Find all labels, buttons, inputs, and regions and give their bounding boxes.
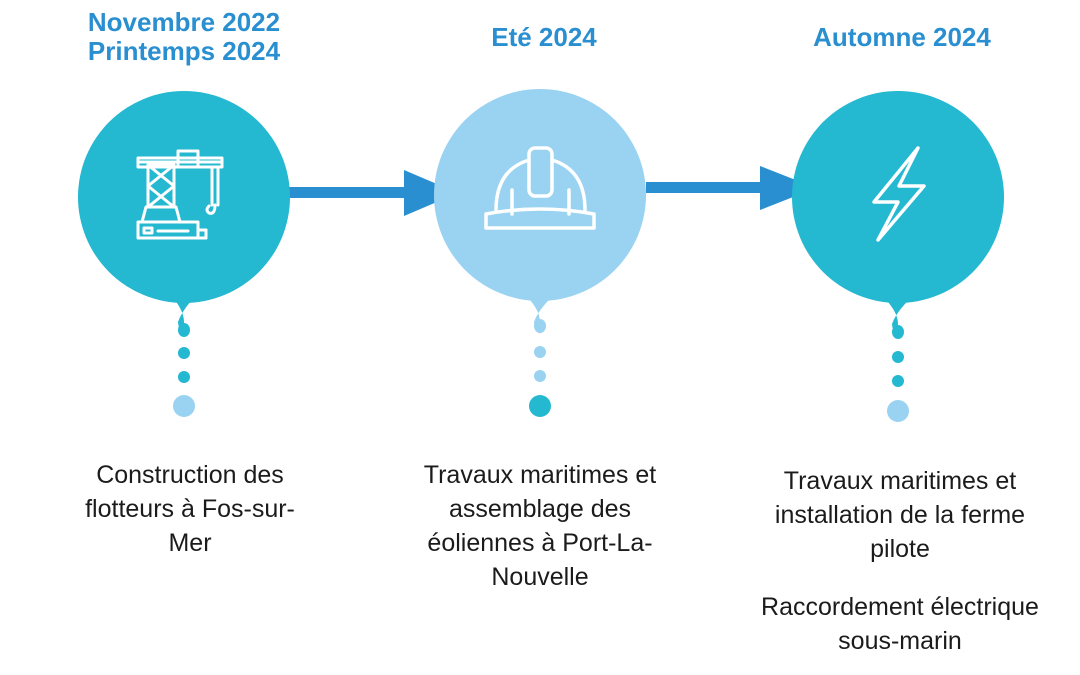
step-1-circle bbox=[78, 91, 290, 303]
step-3-drip bbox=[866, 282, 930, 338]
step-3-circle bbox=[792, 91, 1004, 303]
step-3-date-line-1: Automne 2024 bbox=[813, 22, 991, 52]
step-3-dot-1 bbox=[892, 351, 904, 363]
crane-icon bbox=[136, 149, 224, 240]
step-3-marker bbox=[792, 91, 1004, 422]
step-2-dot-1 bbox=[534, 346, 546, 358]
step-3-dot-2 bbox=[892, 375, 904, 387]
step-1-dot-1 bbox=[178, 347, 190, 359]
step-1-date: Novembre 2022 Printemps 2024 bbox=[34, 8, 334, 66]
step-1-dot-final bbox=[173, 395, 195, 417]
step-1-marker bbox=[78, 91, 290, 417]
step-1-dot-2 bbox=[178, 371, 190, 383]
step-2-marker bbox=[434, 89, 646, 417]
step-3-description: Travaux maritimes et installation de la … bbox=[774, 467, 1026, 563]
step-1-description: Construction des flotteurs à Fos-sur-Mer bbox=[85, 461, 295, 557]
step-3-description-extra: Raccordement électrique sous-marin bbox=[761, 593, 1039, 655]
step-2-dot-final bbox=[529, 395, 551, 417]
lightning-icon bbox=[872, 146, 926, 242]
hard-hat-icon bbox=[484, 146, 596, 230]
step-3-date: Automne 2024 bbox=[752, 23, 1052, 52]
arrow-1-2 bbox=[288, 170, 458, 216]
step-3-dot-final bbox=[887, 400, 909, 422]
step-2-dot-2 bbox=[534, 370, 546, 382]
step-2-date-line-1: Eté 2024 bbox=[491, 22, 597, 52]
step-1-date-line-2: Printemps 2024 bbox=[87, 36, 281, 66]
arrow-2-3 bbox=[646, 166, 816, 210]
step-2-date: Eté 2024 bbox=[394, 23, 694, 52]
step-1-date-line-1: Novembre 2022 bbox=[87, 7, 281, 37]
step-2-description: Travaux maritimes et assemblage des éoli… bbox=[423, 461, 657, 591]
